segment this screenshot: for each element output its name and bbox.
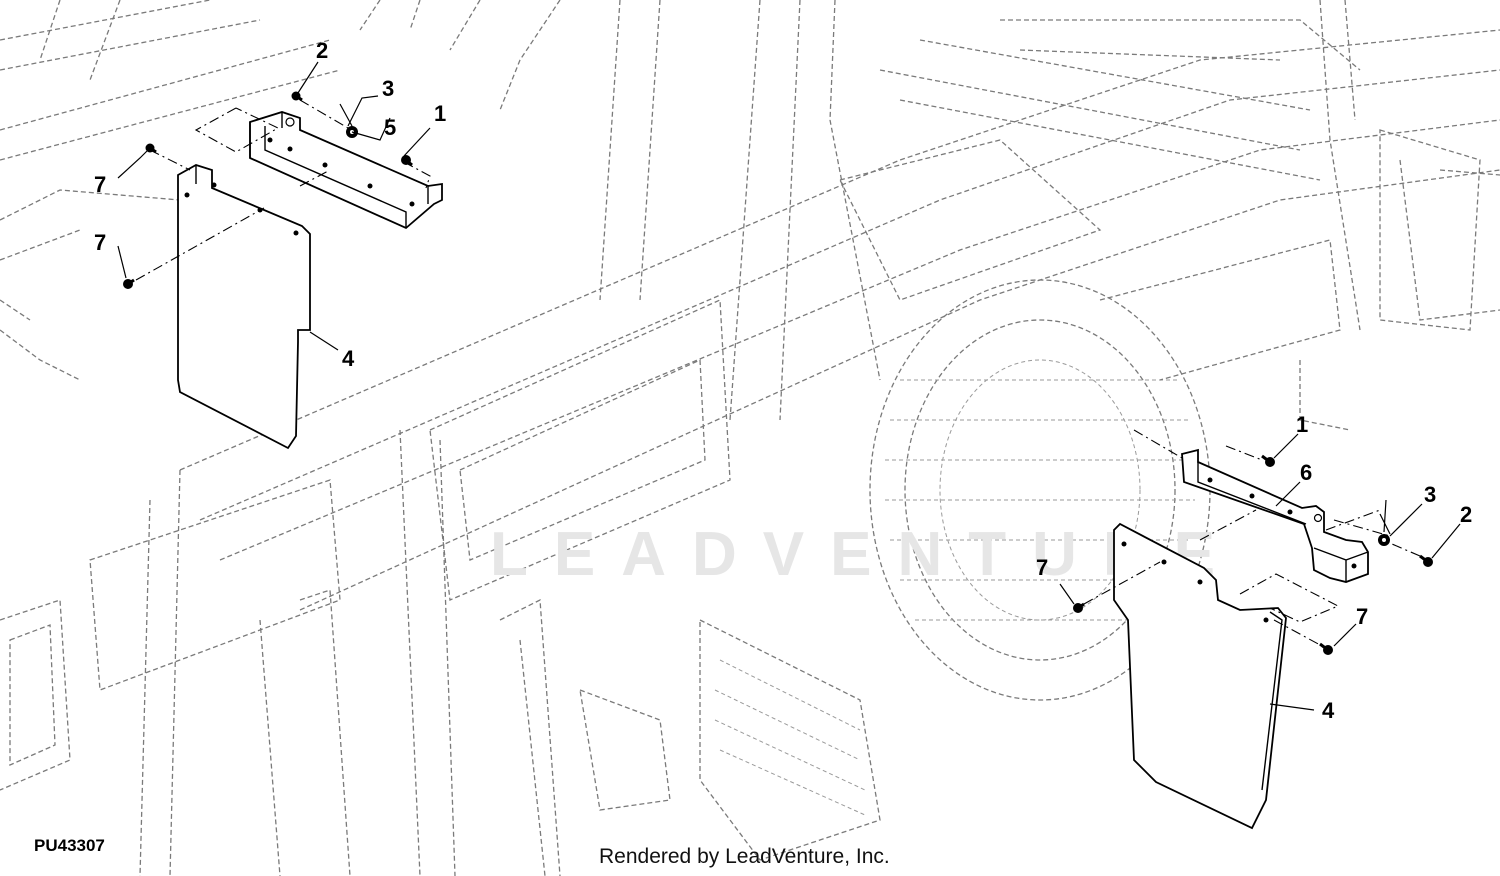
left-leaders [117,61,431,351]
callout-3: 3 [1424,482,1436,507]
nut-icon [1378,534,1390,546]
callout-4: 4 [342,346,355,371]
right-bracket [1181,448,1369,583]
callout-6: 6 [1300,460,1312,485]
bolt-icon [123,278,135,289]
bolt-icon [291,91,303,102]
bolt-icon [1319,642,1333,655]
callout-1: 1 [1296,412,1308,437]
callout-7: 7 [1036,555,1048,580]
callout-2: 2 [1460,502,1472,527]
callout-5: 5 [384,115,396,140]
callout-7: 7 [94,230,106,255]
credit-text: Rendered by LeadVenture, Inc. [599,845,890,868]
callout-2: 2 [316,38,328,63]
callout-7: 7 [1356,604,1368,629]
right-leaders [1059,429,1461,711]
left-bracket [249,111,443,230]
callout-3: 3 [382,76,394,101]
left-mud-flap [177,164,311,450]
bolt-icon [1261,454,1275,467]
bolt-icon [1419,554,1433,567]
callout-4: 4 [1322,698,1335,723]
callout-1: 1 [434,101,446,126]
bolt-icon [1073,602,1085,613]
right-mud-flap [1113,522,1287,830]
watermark-text: LEADVENTURE [490,520,1241,589]
bolt-icon [401,155,413,167]
plate-id-label: PU43307 [34,836,105,855]
right-fasteners [1073,454,1433,655]
callout-7: 7 [94,172,106,197]
